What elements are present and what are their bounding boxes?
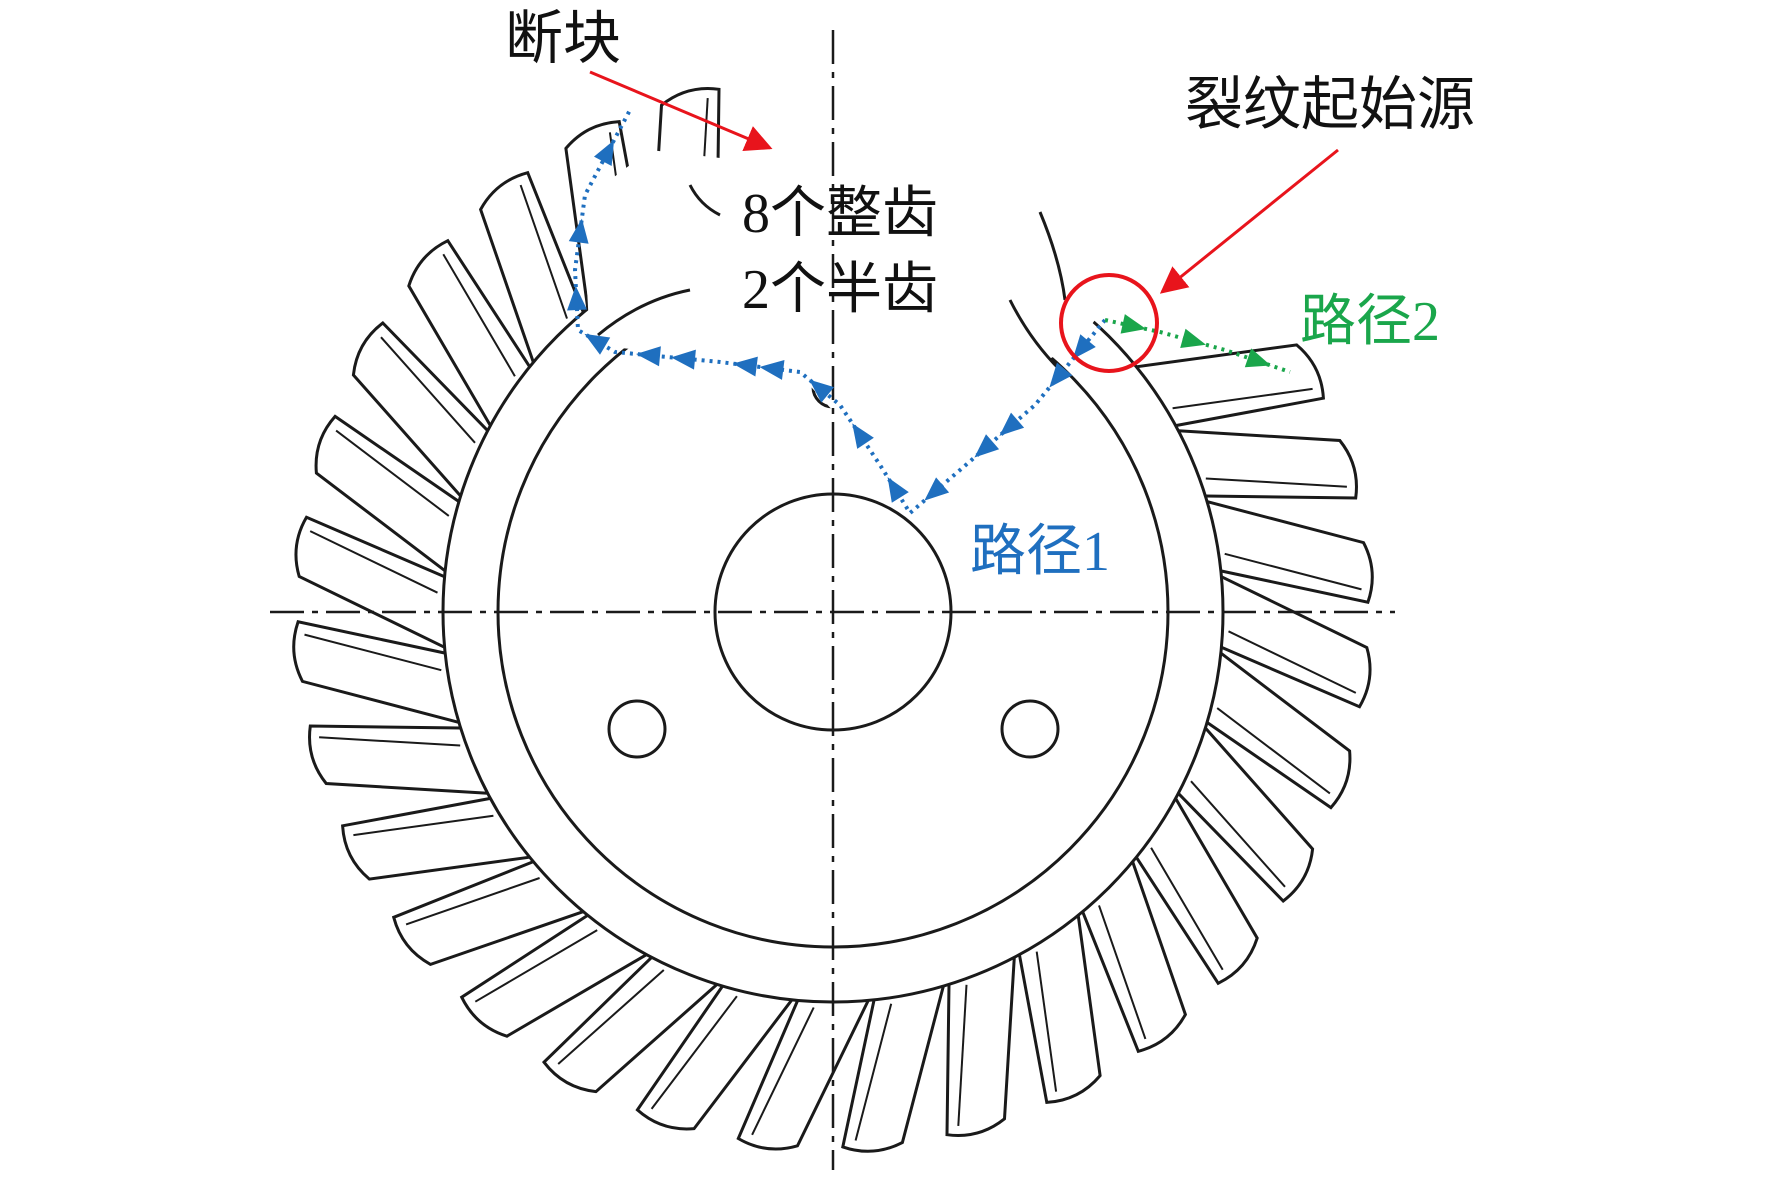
path1-arrow: [1072, 334, 1096, 360]
path1-arrow: [671, 349, 696, 370]
broken-block-label: 断块: [505, 6, 621, 71]
path2-arrow: [1180, 328, 1206, 348]
path1-arrow: [732, 356, 758, 377]
path1-arrow: [568, 218, 589, 244]
broken-block-region: [585, 150, 1110, 505]
gear-tooth: [635, 985, 794, 1131]
path1-arrow: [636, 346, 661, 367]
crack-path-2: [1104, 314, 1291, 374]
path1-line: [572, 109, 1107, 517]
path1-arrow: [759, 360, 785, 380]
gear-tooth: [841, 985, 945, 1153]
bolt-hole-left: [607, 699, 667, 759]
path1-arrow: [593, 140, 615, 167]
gear-tooth: [945, 957, 1016, 1137]
gear-tooth: [1206, 651, 1352, 810]
gear-teeth: [292, 87, 1374, 1153]
broken-block-arrow: [589, 70, 773, 151]
gear-tooth: [308, 724, 488, 795]
crack-origin-arrow: [1159, 148, 1339, 294]
path1-arrow: [584, 333, 611, 355]
path1-arrow: [924, 477, 950, 501]
gear-tooth: [314, 414, 460, 573]
gear-tooth: [459, 914, 648, 1038]
path-2-label: 路径2: [1300, 291, 1440, 353]
path1-arrow: [1049, 362, 1073, 388]
bolt-hole-right: [1000, 699, 1060, 759]
path1-arrow: [974, 434, 1000, 458]
crack-path-1: [567, 109, 1107, 517]
gear-tooth: [542, 956, 718, 1094]
gear-tooth: [292, 620, 460, 724]
gear-tooth: [391, 860, 584, 967]
center-lines: [270, 30, 1395, 1170]
path1-arrow: [999, 412, 1025, 436]
crack-origin-label: 裂纹起始源: [1185, 72, 1475, 137]
path2-arrow: [1120, 314, 1147, 334]
teeth-count-line1: 8个整齿: [742, 183, 938, 245]
gear-tooth: [407, 238, 531, 427]
path2-arrow: [1244, 348, 1271, 368]
fracture-edge: [597, 184, 1067, 372]
gear-tooth: [1220, 575, 1372, 709]
gear-tooth: [1017, 915, 1102, 1104]
path1-arrow: [809, 379, 835, 403]
gear-tooth: [1206, 500, 1374, 604]
path1-arrow: [567, 286, 587, 311]
teeth-count-line2: 2个半齿: [742, 259, 938, 321]
gear-tooth: [351, 321, 489, 497]
crack-origin-circle: [1059, 273, 1159, 373]
path-1-label: 路径1: [970, 521, 1110, 583]
gear-tooth: [478, 170, 585, 363]
gear-tooth: [341, 796, 530, 881]
gear-tooth: [1135, 797, 1259, 986]
gear-tooth: [1178, 429, 1358, 500]
path1-arrow: [887, 477, 909, 503]
path1-arrow: [852, 423, 874, 449]
gear-tooth: [736, 999, 870, 1151]
gear-tooth: [1081, 861, 1188, 1054]
gear-tooth: [1136, 343, 1325, 428]
gear-tooth: [1177, 727, 1315, 903]
gear-tooth: [294, 515, 446, 649]
